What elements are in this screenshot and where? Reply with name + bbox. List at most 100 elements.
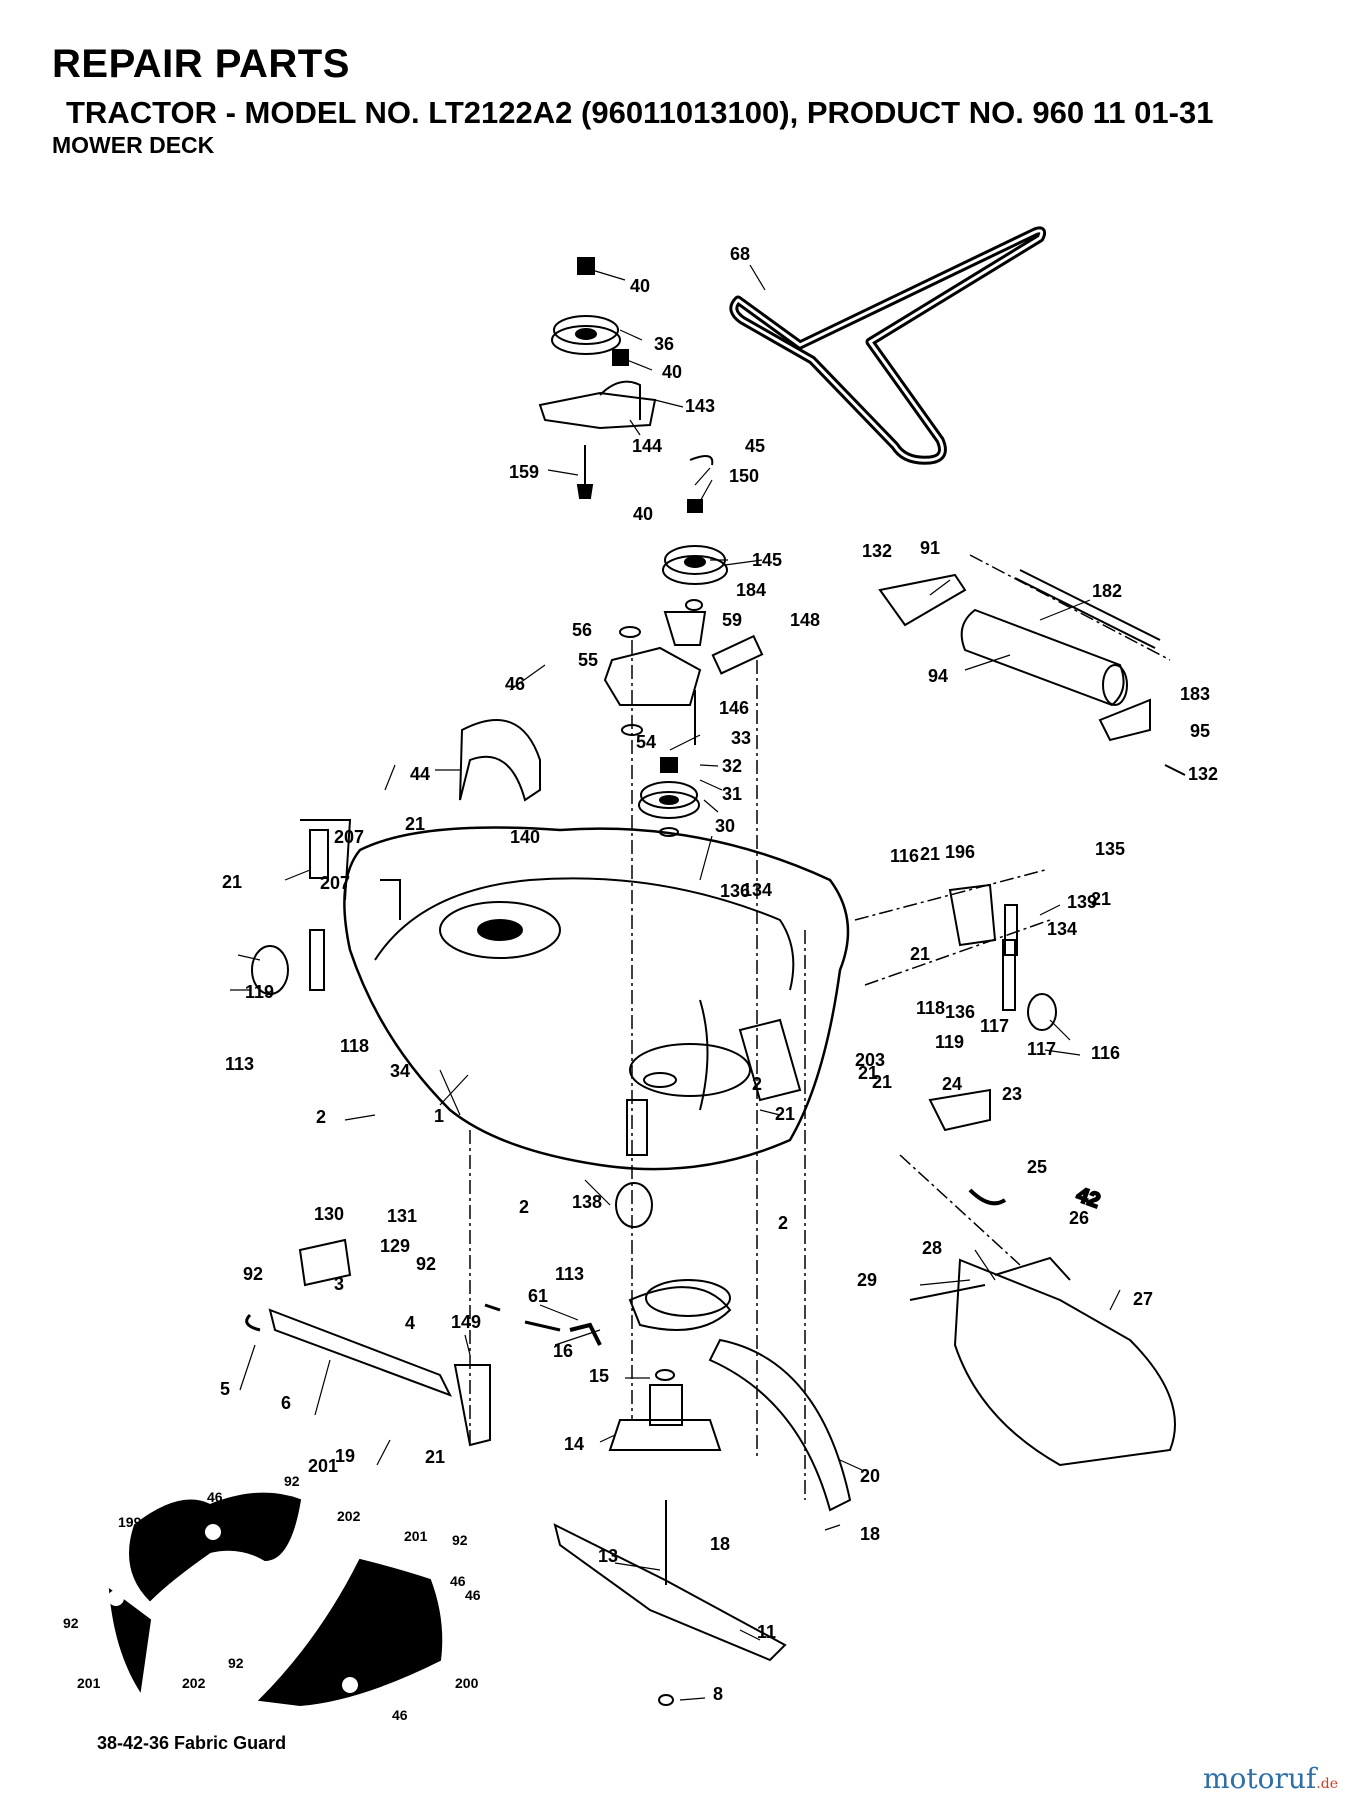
part-label-145: 145: [752, 550, 782, 570]
part-label-116: 116: [890, 846, 919, 866]
anti-scalp-roller-assembly: [878, 569, 1186, 776]
part-label-130: 130: [314, 1204, 344, 1224]
part-label-46: 46: [207, 1489, 223, 1505]
part-label-33: 33: [731, 728, 751, 748]
part-label-54: 54: [636, 732, 656, 752]
part-label-92: 92: [228, 1655, 244, 1671]
top-idler-assembly: [538, 257, 657, 499]
part-label-207: 207: [334, 827, 364, 847]
part-label-132: 132: [862, 541, 892, 561]
part-label-138: 138: [572, 1192, 602, 1212]
part-label-31: 31: [722, 784, 742, 804]
part-label-46: 46: [505, 674, 525, 694]
part-label-199: 199: [118, 1514, 142, 1530]
part-label-61: 61: [528, 1286, 548, 1306]
watermark-main: motoruf: [1202, 1762, 1317, 1795]
part-label-113: 113: [555, 1264, 584, 1284]
part-label-3: 3: [334, 1274, 344, 1294]
watermark-suffix: .de: [1316, 1776, 1338, 1792]
part-label-94: 94: [928, 666, 948, 686]
part-label-201: 201: [308, 1456, 338, 1476]
part-label-21: 21: [858, 1063, 878, 1083]
part-label-40: 40: [630, 276, 650, 296]
part-label-2: 2: [752, 1074, 762, 1094]
deck-hangers: [251, 719, 1057, 1228]
part-label-201: 201: [404, 1528, 428, 1544]
part-label-26: 26: [1069, 1208, 1089, 1228]
part-label-148: 148: [790, 610, 820, 630]
lower-drive-parts: [553, 1256, 1176, 1706]
part-label-196: 196: [945, 842, 975, 862]
part-label-68: 68: [730, 244, 750, 264]
part-label-144: 144: [632, 436, 662, 456]
part-label-21: 21: [1091, 889, 1111, 909]
part-label-146: 146: [719, 698, 749, 718]
part-label-119: 119: [245, 982, 274, 1002]
part-label-2: 2: [316, 1107, 326, 1127]
part-label-201: 201: [77, 1675, 101, 1691]
part-label-136: 136: [720, 881, 750, 901]
part-label-56: 56: [572, 620, 592, 640]
part-label-23: 23: [1002, 1084, 1022, 1104]
watermark-logo: motoruf.de: [1203, 1762, 1338, 1795]
part-label-2: 2: [778, 1213, 788, 1233]
part-label-45: 45: [745, 436, 765, 456]
part-label-32: 32: [722, 756, 742, 776]
part-label-202: 202: [182, 1675, 206, 1691]
part-label-143: 143: [685, 396, 715, 416]
section-title: MOWER DECK: [52, 132, 215, 158]
part-label-92: 92: [416, 1254, 436, 1274]
part-label-6: 6: [281, 1393, 291, 1413]
part-label-132: 132: [1188, 764, 1218, 784]
part-label-46: 46: [392, 1707, 408, 1723]
part-label-116: 116: [1091, 1043, 1120, 1063]
part-label-59: 59: [722, 610, 742, 630]
center-pulley-stack: [603, 455, 764, 837]
part-label-135: 135: [1095, 839, 1125, 859]
part-label-92: 92: [63, 1615, 79, 1631]
part-label-183: 183: [1180, 684, 1210, 704]
part-label-19: 19: [335, 1446, 355, 1466]
part-label-202: 202: [337, 1508, 361, 1524]
part-label-1: 1: [434, 1106, 444, 1126]
alignment-lines: [469, 554, 1171, 1500]
part-label-25: 25: [1027, 1157, 1047, 1177]
part-label-95: 95: [1190, 721, 1210, 741]
part-label-118: 118: [916, 998, 945, 1018]
part-label-200: 200: [455, 1675, 479, 1691]
part-label-46: 46: [465, 1587, 481, 1603]
part-label-14: 14: [564, 1434, 584, 1454]
part-label-13: 13: [598, 1546, 618, 1566]
part-label-136: 136: [945, 1002, 975, 1022]
part-label-28: 28: [922, 1238, 942, 1258]
part-label-159: 159: [509, 462, 539, 482]
part-label-129: 129: [380, 1236, 410, 1256]
part-label-182: 182: [1092, 581, 1122, 601]
part-label-113: 113: [225, 1054, 254, 1074]
inset-caption: 38-42-36 Fabric Guard: [97, 1733, 287, 1753]
part-label-118: 118: [340, 1036, 369, 1056]
part-label-2: 2: [519, 1197, 529, 1217]
part-label-139: 139: [1067, 892, 1097, 912]
deck-housing: 42: [343, 826, 1104, 1214]
part-label-18: 18: [710, 1534, 730, 1554]
part-label-92: 92: [284, 1473, 300, 1489]
part-label-207: 207: [320, 873, 350, 893]
part-label-21: 21: [405, 814, 425, 834]
part-label-18: 18: [860, 1524, 880, 1544]
part-label-55: 55: [578, 650, 598, 670]
part-label-140: 140: [510, 827, 540, 847]
part-label-27: 27: [1133, 1289, 1153, 1309]
drive-belt: [729, 226, 1047, 465]
leader-lines: [230, 264, 1121, 1701]
part-label-203: 203: [855, 1050, 885, 1070]
part-label-149: 149: [451, 1312, 481, 1332]
part-label-36: 36: [654, 334, 674, 354]
part-label-92: 92: [452, 1532, 468, 1548]
part-label-40: 40: [662, 362, 682, 382]
part-label-117: 117: [980, 1016, 1009, 1036]
part-label-30: 30: [715, 816, 735, 836]
part-label-184: 184: [736, 580, 766, 600]
control-linkage: [245, 1238, 561, 1447]
